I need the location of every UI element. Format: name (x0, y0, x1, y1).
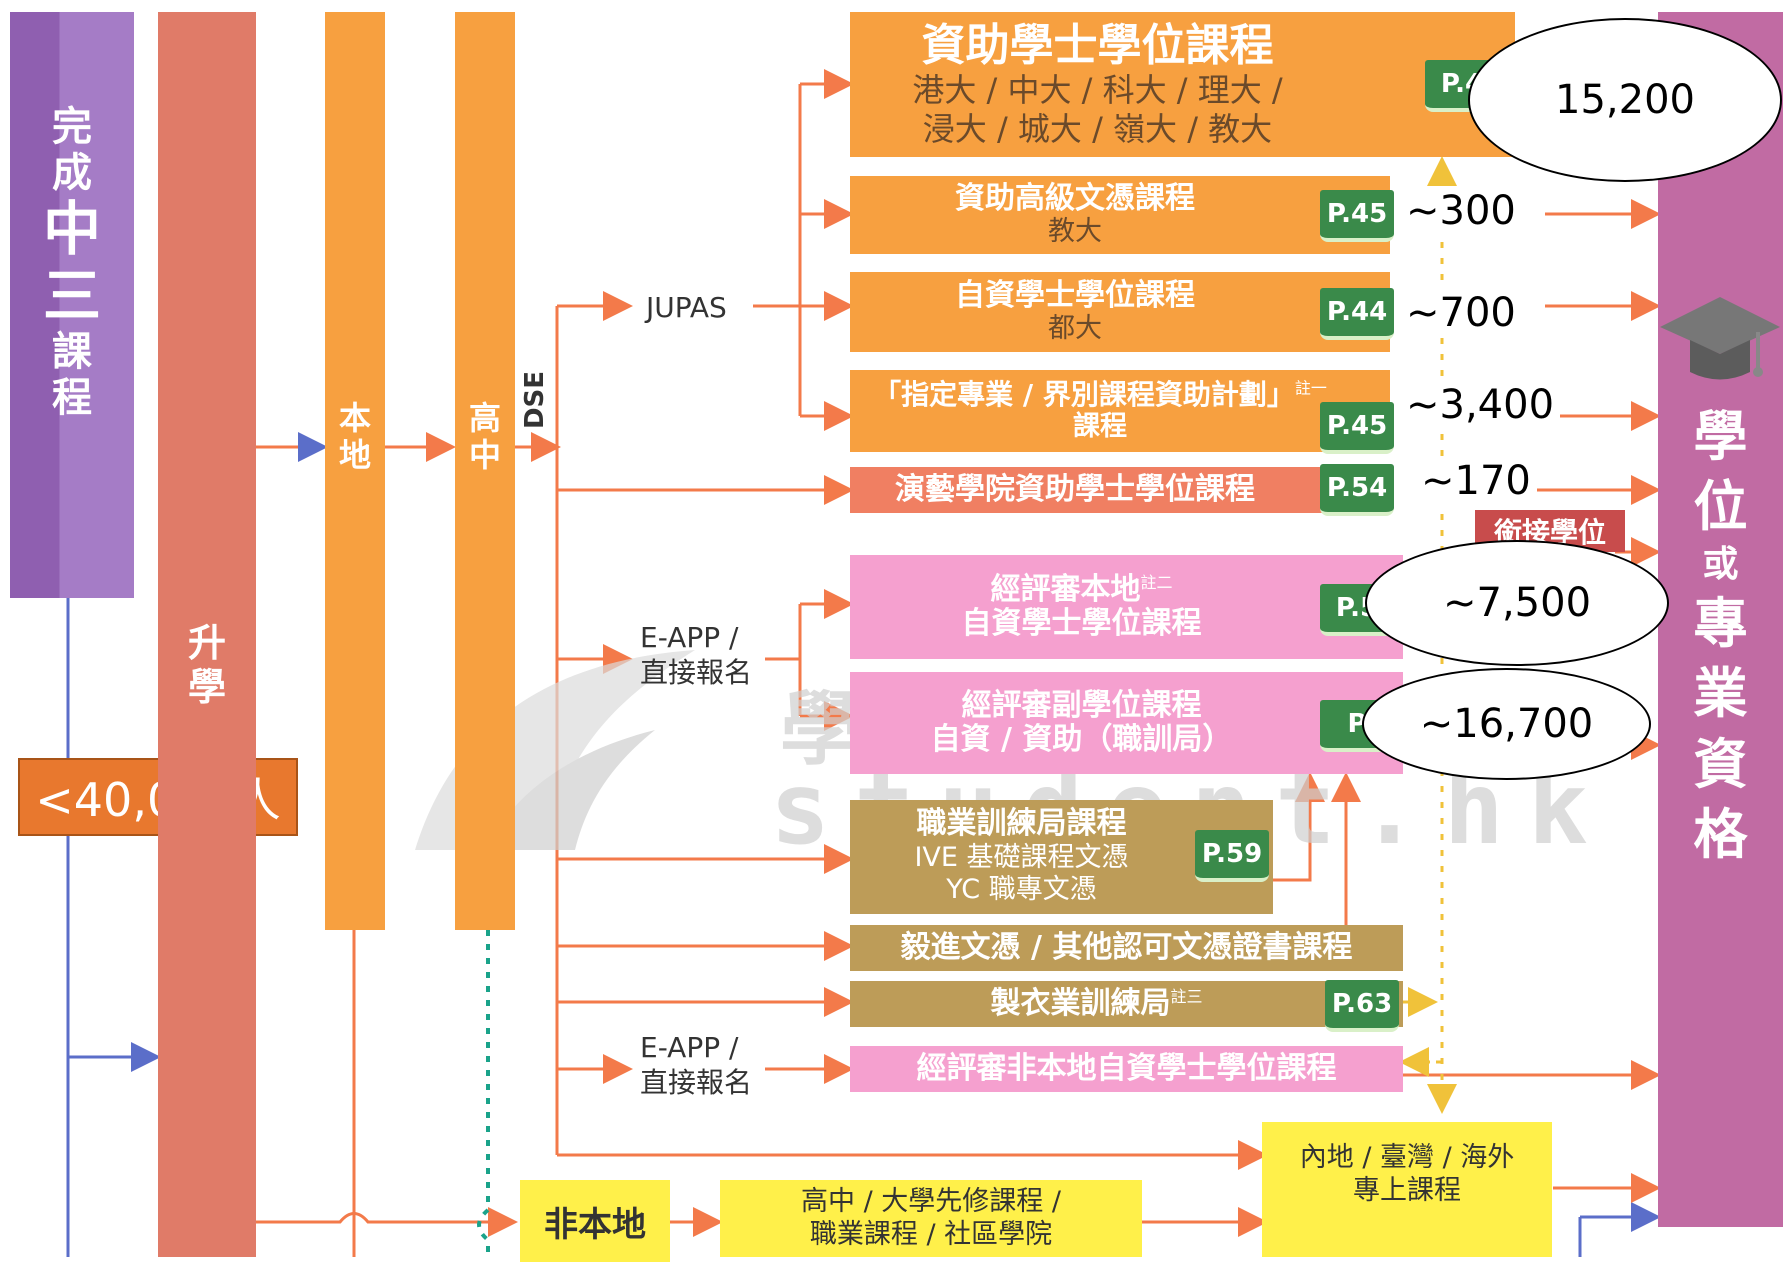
count-accredited-local-degree: ~7,500 (1365, 540, 1669, 666)
programme-title: 資助高級文憑課程 (955, 180, 1195, 216)
overseas-course-line: 專上課程 (1353, 1174, 1461, 1206)
completion-char: 三 (42, 261, 101, 330)
programme-self-financed-degree: 自資學士學位課程 都大 (850, 272, 1390, 352)
overseas-courses-box: 內地 / 臺灣 / 海外 專上課程 (1262, 1122, 1552, 1257)
local-char: 地 (338, 435, 371, 474)
page-tag: P.54 (1320, 464, 1394, 516)
programme-non-local-degree: 經評審非本地自資學士學位課程 (850, 1046, 1403, 1092)
promotion-char: 學 (187, 664, 226, 709)
completion-title: 完 成 中 三 課 程 (10, 12, 134, 421)
programme-sub: 浸大 / 城大 / 嶺大 / 教大 (922, 109, 1273, 148)
count-higher-diploma: ~300 (1400, 188, 1522, 234)
completion-char: 完 (52, 104, 92, 150)
non-local-box: 非本地 (520, 1180, 670, 1262)
programme-sub: 自資 / 資助（職訓局） (930, 722, 1233, 757)
page-tag: P.44 (1320, 288, 1394, 340)
page-tag: P.45 (1320, 402, 1394, 454)
route-eapp-2-line: E-APP / (640, 1031, 739, 1064)
programme-title: 毅進文憑 / 其他認可文憑證書課程 (900, 929, 1353, 965)
graduation-cap-icon (1658, 292, 1783, 392)
programme-title-row: 製衣業訓練局註三 (990, 985, 1203, 1022)
count-sssdp: ~3,400 (1400, 382, 1561, 428)
programme-accredited-local-degree: 經評審本地註二 自資學士學位課程 (850, 555, 1403, 659)
qualification-char: 學 (1693, 405, 1748, 468)
non-local-courses-box: 高中 / 大學先修課程 / 職業課程 / 社區學院 (720, 1180, 1142, 1257)
programme-title: 「指定專業 / 界別課程資助計劃」 (873, 377, 1295, 411)
qualification-char: 或 (1702, 544, 1739, 586)
programme-yi-jin: 毅進文憑 / 其他認可文憑證書課程 (850, 925, 1403, 971)
completion-char: 課 (52, 329, 92, 376)
senior-column: 高 中 (455, 12, 515, 930)
programme-sub: YC 職專文憑 (946, 874, 1097, 906)
route-eapp-2: E-APP / 直接報名 (640, 1030, 752, 1100)
qualification-column: 學 位 或 專 業 資 格 (1658, 12, 1783, 1227)
completion-column: 完 成 中 三 課 程 (10, 12, 134, 598)
programme-title: 演藝學院資助學士學位課程 (895, 471, 1255, 507)
qualification-char: 專 (1693, 592, 1748, 656)
count-sub-degree: ~16,700 (1362, 668, 1651, 780)
page-tag: P.59 (1195, 830, 1269, 882)
page-tag: P.45 (1320, 190, 1394, 242)
programme-clothing-training: 製衣業訓練局註三 (850, 981, 1403, 1027)
programme-sub: IVE 基礎課程文憑 (914, 841, 1129, 873)
count-hkapa: ~170 (1415, 458, 1537, 504)
promotion-char: 升 (187, 621, 226, 665)
programme-title: 自資學士學位課程 (955, 277, 1195, 313)
programme-sub-degree: 經評審副學位課程 自資 / 資助（職訓局） (850, 672, 1403, 774)
completion-char: 成 (52, 150, 92, 196)
non-local-course-line: 職業課程 / 社區學院 (809, 1218, 1053, 1250)
route-eapp-1-line: E-APP / (640, 621, 739, 654)
local-column: 本 地 (325, 12, 385, 930)
qualification-char: 格 (1693, 802, 1748, 866)
programme-sssdp: 「指定專業 / 界別課程資助計劃」註一 課程 (850, 370, 1390, 452)
route-eapp-1-line: 直接報名 (640, 656, 753, 689)
dse-label: DSE (520, 370, 550, 430)
programme-title: 職業訓練局課程 (916, 806, 1127, 842)
route-jupas: JUPAS (646, 291, 727, 324)
route-eapp-1: E-APP / 直接報名 (640, 620, 752, 690)
senior-char: 中 (468, 435, 501, 474)
programme-note: 註一 (1294, 378, 1327, 398)
programme-title: 資助學士學位課程 (921, 19, 1274, 71)
count-self-financed-degree: ~700 (1400, 290, 1522, 336)
programme-title-row: 「指定專業 / 界別課程資助計劃」註一 (873, 377, 1327, 411)
count-subsidised-degree: 15,200 (1468, 18, 1782, 182)
programme-title: 製衣業訓練局 (990, 985, 1171, 1021)
programme-title: 經評審本地 (990, 571, 1141, 607)
programme-subsidised-degree: 資助學士學位課程 港大 / 中大 / 科大 / 理大 / 浸大 / 城大 / 嶺… (850, 12, 1515, 157)
local-char: 本 (338, 399, 371, 437)
completion-char: 中 (42, 195, 101, 263)
programme-sub: 自資學士學位課程 (961, 606, 1202, 641)
qualification-char: 業 (1693, 662, 1748, 726)
route-eapp-2-line: 直接報名 (640, 1066, 753, 1099)
programme-title-row: 經評審本地註二 (990, 571, 1173, 608)
qualification-char: 資 (1693, 732, 1748, 796)
page-tag: P.63 (1325, 980, 1399, 1032)
promotion-column: 升 學 (158, 12, 256, 1257)
qualification-char: 位 (1693, 475, 1748, 539)
programme-sub: 都大 (1048, 313, 1102, 345)
non-local-course-line: 高中 / 大學先修課程 / (801, 1186, 1061, 1218)
programme-sub: 教大 (1048, 216, 1102, 248)
programme-higher-diploma: 資助高級文憑課程 教大 (850, 176, 1390, 254)
programme-hkapa: 演藝學院資助學士學位課程 (850, 467, 1390, 513)
programme-note: 註三 (1170, 986, 1203, 1006)
programme-title: 經評審非本地自資學士學位課程 (916, 1050, 1337, 1086)
programme-note: 註二 (1140, 572, 1173, 592)
programme-sub: 港大 / 中大 / 科大 / 理大 / (912, 71, 1283, 110)
programme-sub: 課程 (1073, 410, 1127, 442)
senior-char: 高 (468, 399, 501, 437)
overseas-course-line: 內地 / 臺灣 / 海外 (1299, 1142, 1515, 1174)
programme-title: 經評審副學位課程 (961, 687, 1202, 723)
completion-char: 程 (52, 375, 92, 422)
